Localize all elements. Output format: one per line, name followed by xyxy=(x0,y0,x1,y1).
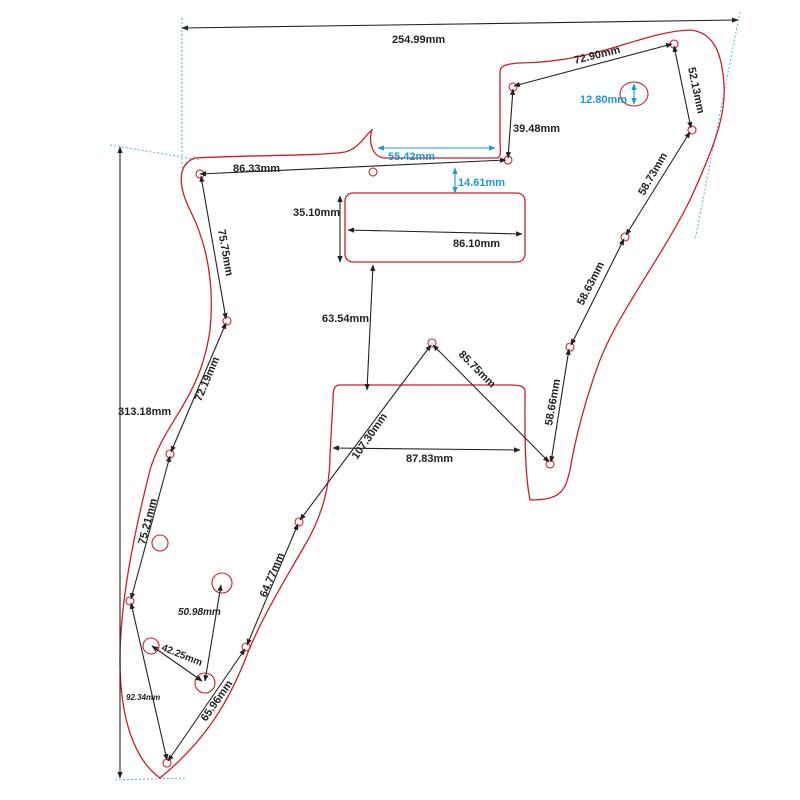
dim-notch-width: 55.42mm xyxy=(388,151,435,163)
dim-knob-vertical: 50.98mm xyxy=(178,607,221,618)
dim-overall-width: 254.99mm xyxy=(392,34,445,46)
dim-bottom-left: 92.34mm xyxy=(126,693,160,702)
dim-step-height: 39.48mm xyxy=(513,123,560,135)
dim-diagonal-long: 107.30mm xyxy=(350,411,390,462)
extension-guides xyxy=(109,11,741,781)
neck-pickup-cutout xyxy=(344,192,526,263)
screw-holes xyxy=(125,39,697,768)
dim-overall-height: 313.18mm xyxy=(118,406,171,418)
dim-neck-pickup-height: 35.10mm xyxy=(293,207,340,219)
dim-neck-pickup-width: 86.10mm xyxy=(453,238,500,250)
dim-right-top: 52.13mm xyxy=(685,66,707,115)
knob-hole xyxy=(151,534,169,552)
knob-hole xyxy=(194,672,216,694)
dim-pickup-spacing: 63.54mm xyxy=(322,313,369,325)
dim-pickup-gap: 14.61mm xyxy=(458,177,505,189)
dim-control-upper: 64.77mm xyxy=(258,551,288,599)
dim-control-lower: 65.96mm xyxy=(199,678,236,724)
dim-diagonal-short: 85.75mm xyxy=(456,349,498,391)
dim-jack-hole: 12.80mm xyxy=(580,94,627,106)
knob-hole xyxy=(211,572,233,594)
dim-top-left-span: 86.33mm xyxy=(233,163,280,175)
pickguard-outline xyxy=(119,29,725,779)
dim-left-lower: 75.21mm xyxy=(136,497,160,546)
dim-left-upper: 75.75mm xyxy=(215,228,235,277)
knob-hole xyxy=(142,637,160,655)
dim-bridge-pickup-width: 87.83mm xyxy=(406,453,453,465)
dimension-lines xyxy=(117,17,739,779)
